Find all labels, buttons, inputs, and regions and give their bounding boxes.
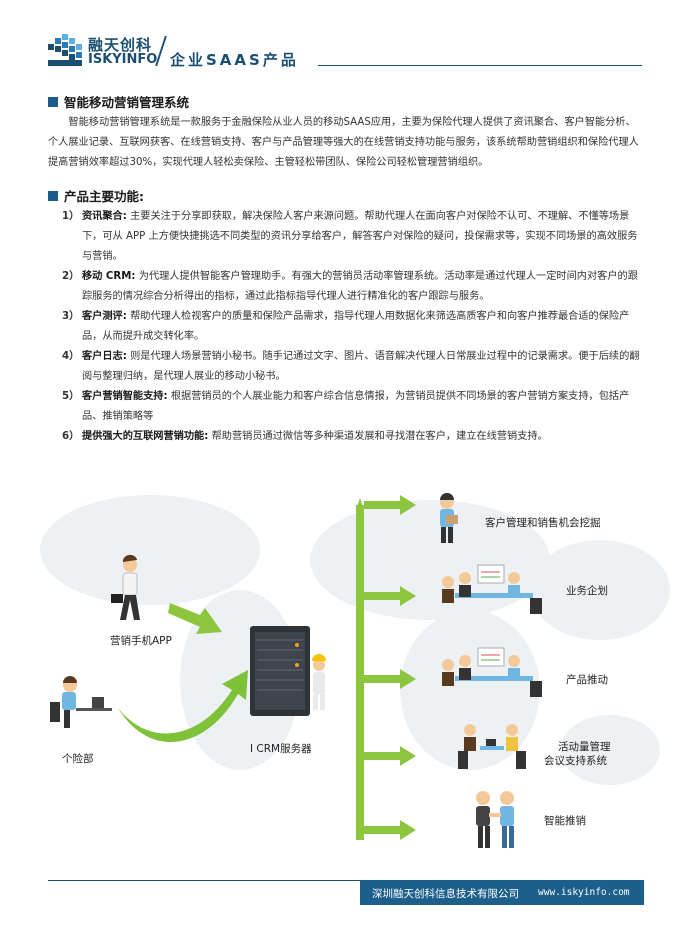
feature-title: 移动 CRM:: [82, 271, 136, 282]
feature-number: 1）: [62, 211, 80, 222]
label-output-business-planning: 业务企划: [566, 585, 608, 597]
footer-website-link[interactable]: www.iskyinfo.com: [538, 887, 630, 898]
feature-item: 6） 提供强大的互联网营销功能: 帮助营销员通过微信等多种渠道发展和寻找潜在客户…: [62, 427, 642, 447]
feature-number: 4）: [62, 351, 80, 362]
header-product-title: 企业SAAS产品: [170, 51, 299, 69]
label-output-customer-management: 客户管理和销售机会挖掘: [485, 517, 601, 529]
section-title-text: 产品主要功能:: [64, 189, 144, 204]
feature-item: 3） 客户测评: 帮助代理人检视客户的质量和保险产品需求，指导代理人用数据化来筛…: [62, 307, 642, 347]
customer-management-icon: [440, 493, 458, 543]
architecture-diagram: 营销手机APP 个险部 I CRM服务器 客户管理和销售机会挖掘 业务企划 产品…: [0, 480, 690, 875]
feature-text: 帮助营销员通过微信等多种渠道发展和寻找潜在客户，建立在线营销支持。: [211, 431, 548, 442]
activity-management-meeting-icon: [458, 724, 526, 769]
feature-text: 为代理人提供智能客户管理助手。有强大的营销员活动率管理系统。活动率是通过代理人一…: [82, 271, 638, 302]
section-bullet-icon: [48, 96, 58, 107]
feature-item: 2） 移动 CRM: 为代理人提供智能客户管理助手。有强大的营销员活动率管理系统…: [62, 267, 642, 307]
label-mobile-app: 营销手机APP: [110, 635, 172, 647]
feature-number: 6）: [62, 431, 80, 442]
branch-arrows: [364, 495, 416, 840]
page-header: 融天创科 ISKYINFO 企业SAAS产品: [0, 0, 690, 80]
label-crm-server: I CRM服务器: [250, 743, 312, 755]
feature-text: 则是代理人场景营销小秘书。随手记通过文字、图片、语音解决代理人日常展业过程中的记…: [82, 351, 640, 382]
feature-text: 根据营销员的个人展业能力和客户综合信息情报，为营销员提供不同场景的客户营销方案支…: [82, 391, 630, 422]
intro-paragraph: 智能移动营销管理系统是一款服务于金融保险从业人员的移动SAAS应用，主要为保险代…: [48, 117, 639, 168]
handshake-icon: [476, 791, 514, 848]
feature-item: 5） 客户营销智能支持: 根据营销员的个人展业能力和客户综合信息情报，为营销员提…: [62, 387, 642, 427]
section-title-system: 智能移动营销管理系统: [48, 92, 189, 111]
business-planning-meeting-icon: [442, 564, 542, 614]
section-bullet-icon: [48, 190, 58, 201]
businessman-icon: [111, 554, 140, 620]
feature-title: 客户日志:: [82, 351, 127, 362]
header-rule: [318, 65, 642, 66]
feature-title: 资讯聚合:: [82, 211, 127, 222]
distribution-trunk: [356, 498, 364, 840]
feature-title: 客户营销智能支持:: [82, 391, 168, 402]
feature-title: 提供强大的互联网营销功能:: [82, 431, 209, 442]
feature-text: 主要关注于分享即获取，解决保险人客户来源问题。帮助代理人在面向客户对保险不认可、…: [82, 211, 638, 262]
desk-worker-icon: [50, 676, 112, 728]
label-personal-insurance-dept: 个险部: [62, 753, 94, 765]
feature-number: 3）: [62, 311, 80, 322]
label-output-meeting-support: 会议支持系统: [544, 755, 607, 767]
feature-item: 4） 客户日志: 则是代理人场景营销小秘书。随手记通过文字、图片、语音解决代理人…: [62, 347, 642, 387]
product-promotion-meeting-icon: [442, 647, 542, 697]
arrow-app-to-server: [168, 603, 222, 634]
label-output-activity-management: 活动量管理: [558, 741, 611, 753]
logo-icon: [48, 34, 82, 66]
feature-item: 1） 资讯聚合: 主要关注于分享即获取，解决保险人客户来源问题。帮助代理人在面向…: [62, 207, 642, 267]
footer-company-name: 深圳融天创科信息技术有限公司: [372, 888, 519, 900]
feature-list: 1） 资讯聚合: 主要关注于分享即获取，解决保险人客户来源问题。帮助代理人在面向…: [62, 207, 642, 447]
feature-title: 客户测评:: [82, 311, 127, 322]
feature-number: 5）: [62, 391, 80, 402]
feature-number: 2）: [62, 271, 80, 282]
diagram-graphics: [40, 493, 670, 848]
server-icon: [250, 626, 326, 716]
label-output-product-promotion: 产品推动: [566, 674, 608, 686]
logo-chinese-name: 融天创科: [88, 36, 153, 54]
logo-english-name: ISKYINFO: [88, 52, 158, 67]
arrow-dept-to-server: [118, 670, 248, 742]
feature-text: 帮助代理人检视客户的质量和保险产品需求，指导代理人用数据化来筛选高质客户和向客户…: [82, 311, 630, 342]
header-divider: [155, 36, 167, 66]
section-title-features: 产品主要功能:: [48, 186, 144, 205]
footer-bar: [360, 880, 644, 905]
label-output-smart-marketing: 智能推销: [544, 815, 586, 827]
section-title-text: 智能移动营销管理系统: [64, 95, 190, 110]
footer-rule: [48, 880, 644, 881]
